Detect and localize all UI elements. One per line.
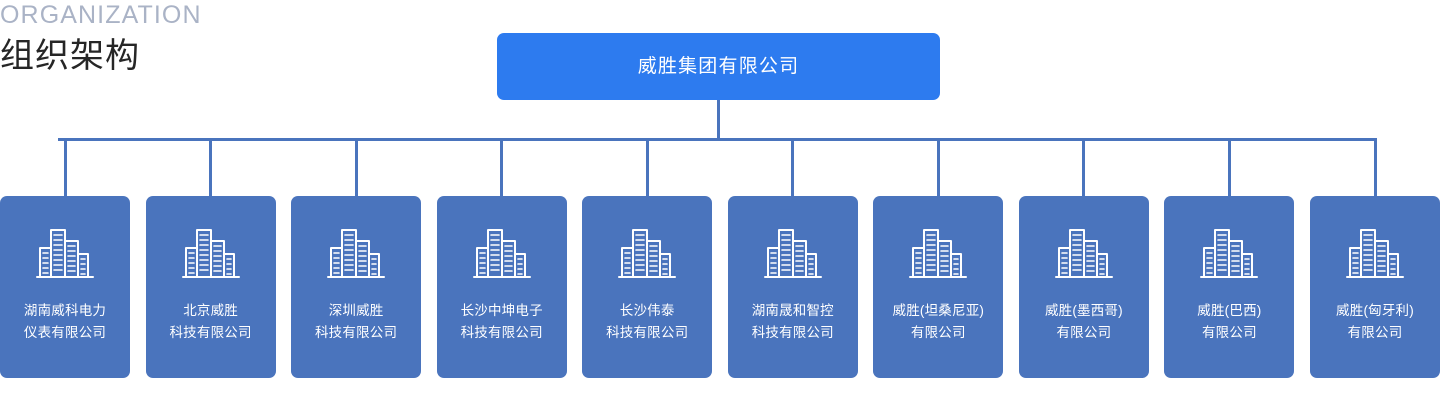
org-child-card[interactable]: 威胜(巴西) 有限公司 bbox=[1164, 196, 1295, 378]
page-title: 组织架构 bbox=[0, 37, 140, 75]
org-child-label-line2: 科技有限公司 bbox=[606, 325, 689, 340]
building-skyline-icon bbox=[34, 196, 96, 286]
connector-root-stem bbox=[717, 100, 720, 140]
org-children-row: 湖南威科电力仪表有限公司北京威胜科技有限公司深圳威胜科技有限公司长沙中坤电子科技… bbox=[0, 196, 1440, 378]
org-child-card[interactable]: 威胜(匈牙利) 有限公司 bbox=[1310, 196, 1440, 378]
building-skyline-icon bbox=[616, 196, 678, 286]
connector-drop bbox=[791, 140, 795, 196]
header-eyebrow: ORGANIZATION bbox=[0, 1, 202, 29]
org-child-label: 威胜(匈牙利) 有限公司 bbox=[1314, 300, 1436, 344]
org-child-label: 湖南晟和智控科技有限公司 bbox=[732, 300, 854, 344]
org-child-card[interactable]: 湖南晟和智控科技有限公司 bbox=[727, 196, 858, 378]
connector-drop bbox=[936, 140, 940, 196]
page-header: ORGANIZATION 组织架构 bbox=[0, 0, 460, 78]
org-root-label: 威胜集团有限公司 bbox=[637, 55, 800, 77]
building-skyline-icon bbox=[471, 196, 533, 286]
building-skyline-icon bbox=[1198, 196, 1260, 286]
org-child-label-line2: 科技有限公司 bbox=[460, 325, 543, 340]
org-child-label-line1: 湖南晟和智控 bbox=[751, 303, 834, 318]
building-skyline-icon bbox=[1053, 196, 1115, 286]
connector-drop bbox=[63, 140, 67, 196]
org-child-label-line1: 深圳威胜 bbox=[328, 303, 384, 318]
org-child-card[interactable]: 北京威胜科技有限公司 bbox=[145, 196, 276, 378]
org-child-label-line1: 威胜(墨西哥) bbox=[1044, 303, 1123, 318]
org-child-label-line2: 有限公司 bbox=[1201, 325, 1257, 340]
org-child-label: 长沙伟泰科技有限公司 bbox=[586, 300, 708, 344]
org-child-label: 威胜(坦桑尼亚) 有限公司 bbox=[877, 300, 999, 344]
org-child-label: 北京威胜科技有限公司 bbox=[150, 300, 272, 344]
building-skyline-icon bbox=[180, 196, 242, 286]
org-child-card[interactable]: 长沙伟泰科技有限公司 bbox=[582, 196, 713, 378]
building-skyline-icon bbox=[1344, 196, 1406, 286]
org-child-label-line1: 北京威胜 bbox=[183, 303, 238, 318]
org-child-label: 深圳威胜科技有限公司 bbox=[295, 300, 417, 344]
org-child-label-line1: 湖南威科电力 bbox=[23, 303, 107, 318]
connector-drop bbox=[1227, 140, 1231, 196]
building-skyline-icon bbox=[762, 196, 824, 286]
org-child-label-line2: 有限公司 bbox=[1347, 325, 1403, 340]
org-child-label-line2: 仪表有限公司 bbox=[23, 325, 107, 340]
building-skyline-icon bbox=[325, 196, 387, 286]
org-child-label-line1: 威胜(匈牙利) bbox=[1336, 303, 1414, 318]
org-child-card[interactable]: 深圳威胜科技有限公司 bbox=[291, 196, 422, 378]
org-child-card[interactable]: 威胜(墨西哥) 有限公司 bbox=[1018, 196, 1149, 378]
org-child-label-line2: 科技有限公司 bbox=[169, 325, 252, 340]
connector-drop bbox=[354, 140, 358, 196]
org-child-label: 威胜(墨西哥) 有限公司 bbox=[1023, 300, 1145, 344]
connector-drop bbox=[500, 140, 504, 196]
connector-drop bbox=[209, 140, 213, 196]
org-child-label-line2: 有限公司 bbox=[910, 325, 966, 340]
building-skyline-icon bbox=[907, 196, 969, 286]
org-child-label-line1: 长沙中坤电子 bbox=[460, 303, 543, 318]
org-child-card[interactable]: 湖南威科电力仪表有限公司 bbox=[0, 196, 130, 378]
org-child-label-line2: 有限公司 bbox=[1056, 325, 1112, 340]
org-child-label: 长沙中坤电子科技有限公司 bbox=[441, 300, 563, 344]
org-child-label: 威胜(巴西) 有限公司 bbox=[1168, 300, 1290, 344]
connector-drop bbox=[1082, 140, 1086, 196]
org-child-label-line2: 科技有限公司 bbox=[751, 325, 834, 340]
org-child-card[interactable]: 威胜(坦桑尼亚) 有限公司 bbox=[873, 196, 1004, 378]
connector-drop bbox=[645, 140, 649, 196]
org-child-label-line1: 威胜(坦桑尼亚) bbox=[892, 303, 985, 318]
org-child-label: 湖南威科电力仪表有限公司 bbox=[4, 300, 126, 344]
org-child-label-line1: 长沙伟泰 bbox=[619, 303, 675, 318]
connector-drop bbox=[1373, 140, 1377, 196]
connector-horizontal-bus bbox=[58, 138, 1377, 141]
org-child-card[interactable]: 长沙中坤电子科技有限公司 bbox=[436, 196, 567, 378]
org-child-label-line2: 科技有限公司 bbox=[314, 325, 398, 340]
org-root-node[interactable]: 威胜集团有限公司 bbox=[497, 33, 940, 100]
org-child-label-line1: 威胜(巴西) bbox=[1197, 303, 1262, 318]
